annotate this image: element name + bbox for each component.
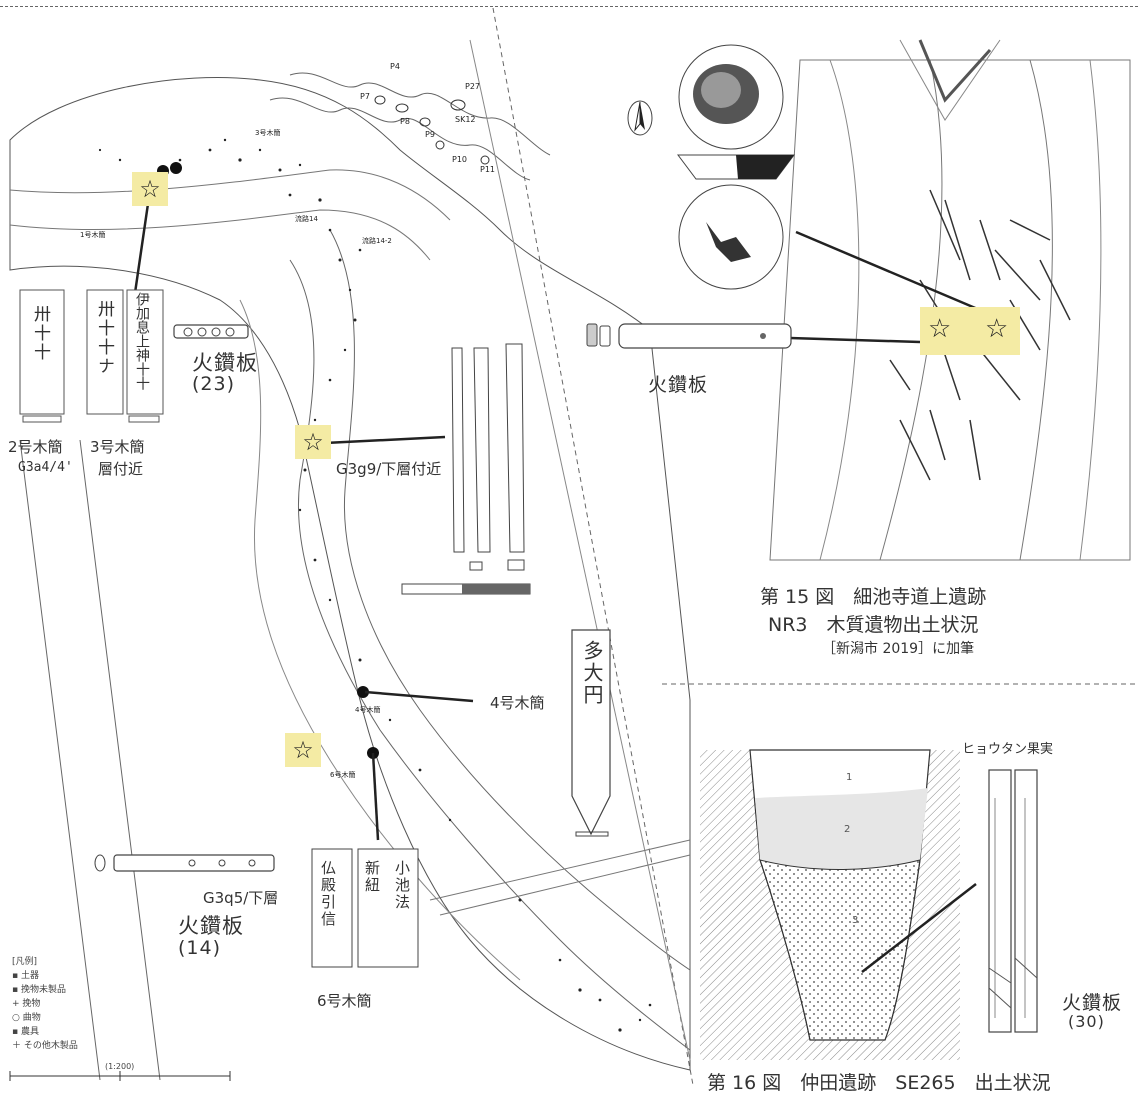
map-label-p11: P11 [480, 165, 496, 174]
legend-item-turned: + 挽物 [12, 999, 41, 1009]
hikiri-14-number: (14) [178, 937, 222, 959]
map-label-mokkan6-small: 6号木簡 [330, 771, 356, 779]
mokkan-3-text-b: 伊加息上神十十 [134, 292, 150, 390]
mokkan-4-drawing [571, 629, 611, 837]
mokkan-2-drawing [19, 289, 65, 423]
legend-item-other-wood: ＋ その他木製品 [12, 1041, 78, 1051]
map-label-p10: P10 [452, 155, 468, 164]
north-arrow-icon [627, 100, 653, 136]
layer-label-2: 2 [844, 824, 851, 835]
map-label-p4: P4 [390, 62, 400, 71]
label-layer-near: 層付近 [98, 460, 144, 478]
map-label-mokkan4-small: 4号木簡 [355, 706, 381, 714]
nr3-map [769, 39, 1131, 561]
wooden-artifacts-g3g9 [401, 343, 531, 595]
hikiri-23-title: 火鑽板 [192, 351, 258, 375]
mokkan-3-drawing [86, 289, 164, 423]
label-mokkan-4: 4号木簡 [490, 694, 545, 712]
legend-item-unfinished-turned: ▪ 挽物未製品 [12, 985, 66, 995]
map-label-p9: P9 [425, 130, 435, 139]
label-mokkan-6: 6号木簡 [317, 992, 372, 1010]
mokkan-6-text-c: 小池法 [393, 860, 411, 911]
excavation-map [9, 39, 691, 1081]
mokkan-6-text-b: 新紐 [363, 860, 381, 894]
star-highlight-pair [920, 307, 1020, 355]
star-marker-2: ☆ [295, 425, 331, 459]
se265-section [700, 749, 960, 1060]
hikiri-board-14-drawing [94, 854, 275, 872]
hikiri-board-right-drawing [586, 323, 792, 349]
gourd-label: ヒョウタン果実 [962, 742, 1054, 757]
legend-item-pottery: ▪ 土器 [12, 971, 39, 981]
hikiri-30-drawing [988, 769, 1038, 1033]
map-label-p27: P27 [465, 82, 481, 91]
mokkan-3-text-a: 卅十十ナ [94, 300, 114, 376]
star-marker-5: ☆ [985, 314, 1009, 344]
star-marker-1: ☆ [132, 172, 168, 206]
map-label-p7: P7 [360, 92, 370, 101]
fig15-caption-line2: NR3 木質遺物出土状況 [768, 614, 979, 636]
fig15-caption-line1: 第 15 図 細池寺道上遺跡 [760, 586, 987, 608]
bowl-profile-drawing [677, 154, 795, 180]
mokkan-2-text: 卅十十 [30, 305, 50, 362]
hikiri-14-title: 火鑽板 [178, 914, 244, 938]
scale-label: (1:200) [105, 1062, 135, 1071]
label-mokkan-2: 2号木簡 [8, 438, 63, 456]
label-g3g9: G3g9/下層付近 [336, 460, 442, 478]
map-label-sk12: SK12 [455, 115, 476, 124]
mokkan-4-text: 多大円 [580, 640, 604, 706]
fig16-caption: 第 16 図 仲田遺跡 SE265 出土状況 [707, 1072, 1051, 1094]
hikiri-23-number: (23) [192, 373, 236, 395]
hikiri-board-23-drawing [173, 324, 249, 339]
mokkan-6-drawing [311, 848, 419, 968]
star-marker-4: ☆ [928, 314, 952, 344]
layer-label-1: 1 [846, 772, 853, 783]
se265-leader [861, 883, 977, 973]
map-label-channel14-2: 流路14-2 [362, 237, 392, 245]
map-label-mokkan3: 3号木簡 [255, 129, 281, 137]
hikiri-30-number: (30) [1068, 1012, 1105, 1031]
label-g3a4: G3a4/4' [18, 460, 73, 475]
map-label-p8: P8 [400, 117, 410, 126]
label-mokkan-3: 3号木簡 [90, 438, 145, 456]
legend-item-farm-tools: ▪ 農具 [12, 1027, 39, 1037]
mokkan-6-text-a: 仏殿引信 [319, 860, 337, 928]
legend: [凡例] ▪ 土器 ▪ 挽物未製品 + 挽物 ○ 曲物 ▪ 農具 ＋ その他木製… [12, 955, 78, 1053]
hikiri-30-title: 火鑽板 [1062, 992, 1123, 1014]
legend-title: [凡例] [12, 957, 38, 967]
magnified-circle-bottom [678, 184, 784, 290]
layer-label-3: 3 [852, 915, 859, 926]
legend-item-bentwood: ○ 曲物 [12, 1013, 41, 1023]
map-label-channel14: 流路14 [295, 215, 318, 223]
magnified-circle-top [678, 44, 784, 150]
star-marker-3: ☆ [285, 733, 321, 767]
map-label-mokkan1: 1号木簡 [80, 231, 106, 239]
hikiri-right-title: 火鑽板 [648, 374, 709, 396]
top-dashed-border [0, 6, 1138, 7]
label-g3q5: G3q5/下層 [203, 889, 279, 907]
fig15-caption-line3: ［新潟市 2019］に加筆 [822, 641, 975, 657]
